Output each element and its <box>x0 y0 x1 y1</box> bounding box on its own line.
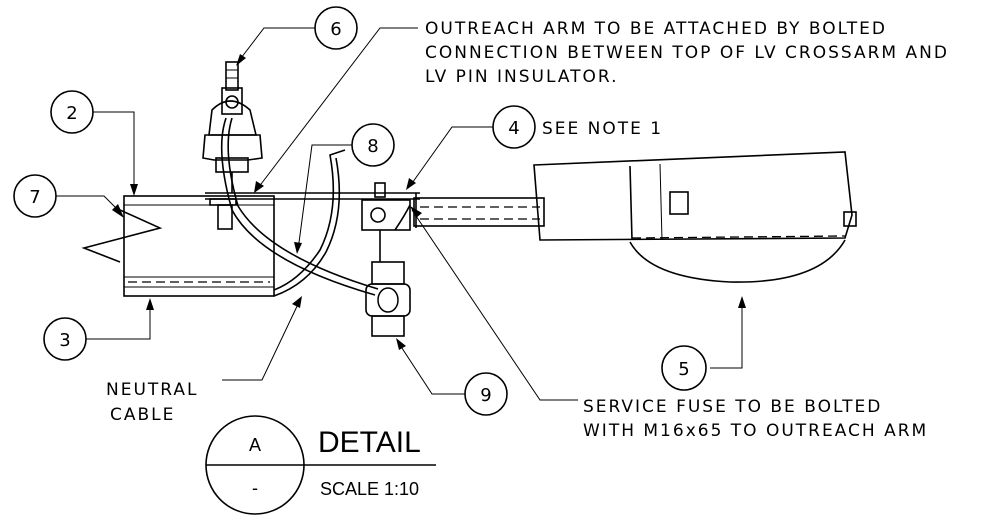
balloon-4-label: 4 <box>508 118 519 139</box>
neutral-cable <box>273 149 346 291</box>
detail-title-block: A - DETAIL SCALE 1:10 <box>205 415 436 515</box>
balloon-3-label: 3 <box>59 330 70 351</box>
outreach-note-line-2: CONNECTION BETWEEN TOP OF LV CROSSARM AN… <box>425 43 949 63</box>
break-line <box>81 209 163 263</box>
balloon-7-label: 7 <box>29 187 40 208</box>
lv-pin-insulator <box>202 61 263 193</box>
neutral-cable-outer <box>273 157 341 297</box>
leader-lines <box>56 27 746 401</box>
balloon-9-label: 9 <box>480 385 491 406</box>
outreach-note-line-1: OUTREACH ARM TO BE ATTACHED BY BOLTED <box>425 19 887 39</box>
fuse-note-line-1: SERVICE FUSE TO BE BOLTED <box>583 397 882 417</box>
fuse-note-line-2: WITH M16x65 TO OUTREACH ARM <box>583 421 928 441</box>
lv-crossarm <box>123 195 275 297</box>
outreach-note-line-3: LV PIN INSULATOR. <box>425 67 619 87</box>
balloon-7: 7 <box>13 174 57 218</box>
detail-scale: SCALE 1:10 <box>320 479 419 499</box>
balloon-2-label: 2 <box>66 103 77 124</box>
balloon-2: 2 <box>50 90 94 134</box>
balloon-8-label: 8 <box>367 136 378 157</box>
balloon-3: 3 <box>43 317 87 361</box>
balloon-9: 9 <box>464 372 508 416</box>
street-luminaire <box>533 151 857 283</box>
service-fuse <box>361 182 411 337</box>
service-cable <box>220 117 376 296</box>
balloon-4: 4 <box>492 105 536 149</box>
balloon-6-label: 6 <box>330 19 341 40</box>
balloon-6: 6 <box>314 6 358 50</box>
service-cable-inner <box>227 117 379 290</box>
neutral-cable-label-1: NEUTRAL <box>106 380 199 400</box>
see-note-label: SEE NOTE 1 <box>542 119 663 139</box>
neutral-cable-label-2: CABLE <box>110 405 175 425</box>
outreach-arm <box>205 192 545 230</box>
detail-title: DETAIL <box>318 426 421 459</box>
detail-letter: A <box>249 435 261 455</box>
balloon-5-label: 5 <box>678 359 689 380</box>
balloon-8: 8 <box>351 123 395 167</box>
balloon-5: 5 <box>661 345 707 391</box>
detail-sheet: - <box>252 478 258 498</box>
